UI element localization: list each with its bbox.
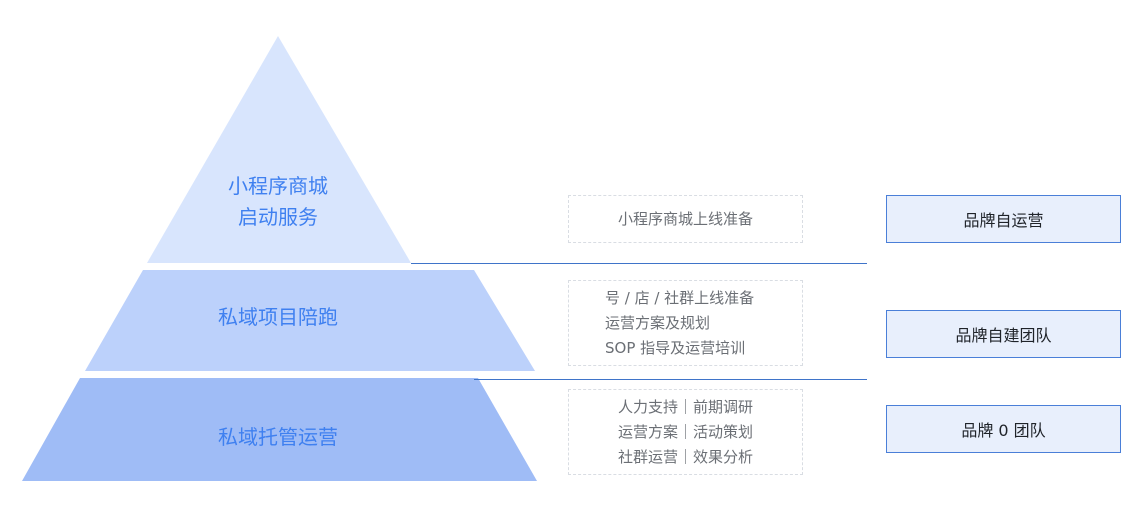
outcome-box-top: 品牌自运营 bbox=[886, 195, 1121, 243]
tier-top-label: 启动服务 bbox=[238, 205, 318, 229]
detail-line: SOP 指导及运营培训 bbox=[605, 338, 746, 357]
detail-box-top: 小程序商城上线准备 bbox=[568, 195, 803, 243]
detail-box-middle: 号 / 店 / 社群上线准备 运营方案及规划 SOP 指导及运营培训 bbox=[568, 280, 803, 366]
outcome-box-bottom: 品牌 0 团队 bbox=[886, 405, 1121, 453]
detail-box-bottom: 人力支持｜前期调研 运营方案｜活动策划 社群运营｜效果分析 bbox=[568, 389, 803, 475]
outcome-label: 品牌 0 团队 bbox=[961, 421, 1046, 440]
detail-line: 人力支持｜前期调研 bbox=[617, 397, 753, 416]
detail-line: 社群运营｜效果分析 bbox=[617, 447, 753, 466]
tier-middle-label: 私域项目陪跑 bbox=[218, 305, 338, 329]
outcome-label: 品牌自运营 bbox=[963, 211, 1044, 230]
outcome-box-middle: 品牌自建团队 bbox=[886, 310, 1121, 358]
detail-line: 号 / 店 / 社群上线准备 bbox=[605, 288, 755, 307]
pyramid-tier-bottom bbox=[22, 378, 537, 481]
tier-top-label: 小程序商城 bbox=[228, 174, 328, 198]
detail-line: 小程序商城上线准备 bbox=[617, 209, 753, 228]
detail-line: 运营方案｜活动策划 bbox=[617, 422, 753, 441]
pyramid-tier-middle bbox=[85, 270, 535, 371]
pyramid-tier-top bbox=[147, 36, 411, 263]
tier-bottom-label: 私域托管运营 bbox=[218, 425, 338, 449]
outcome-label: 品牌自建团队 bbox=[955, 326, 1052, 345]
detail-line: 运营方案及规划 bbox=[605, 313, 711, 332]
